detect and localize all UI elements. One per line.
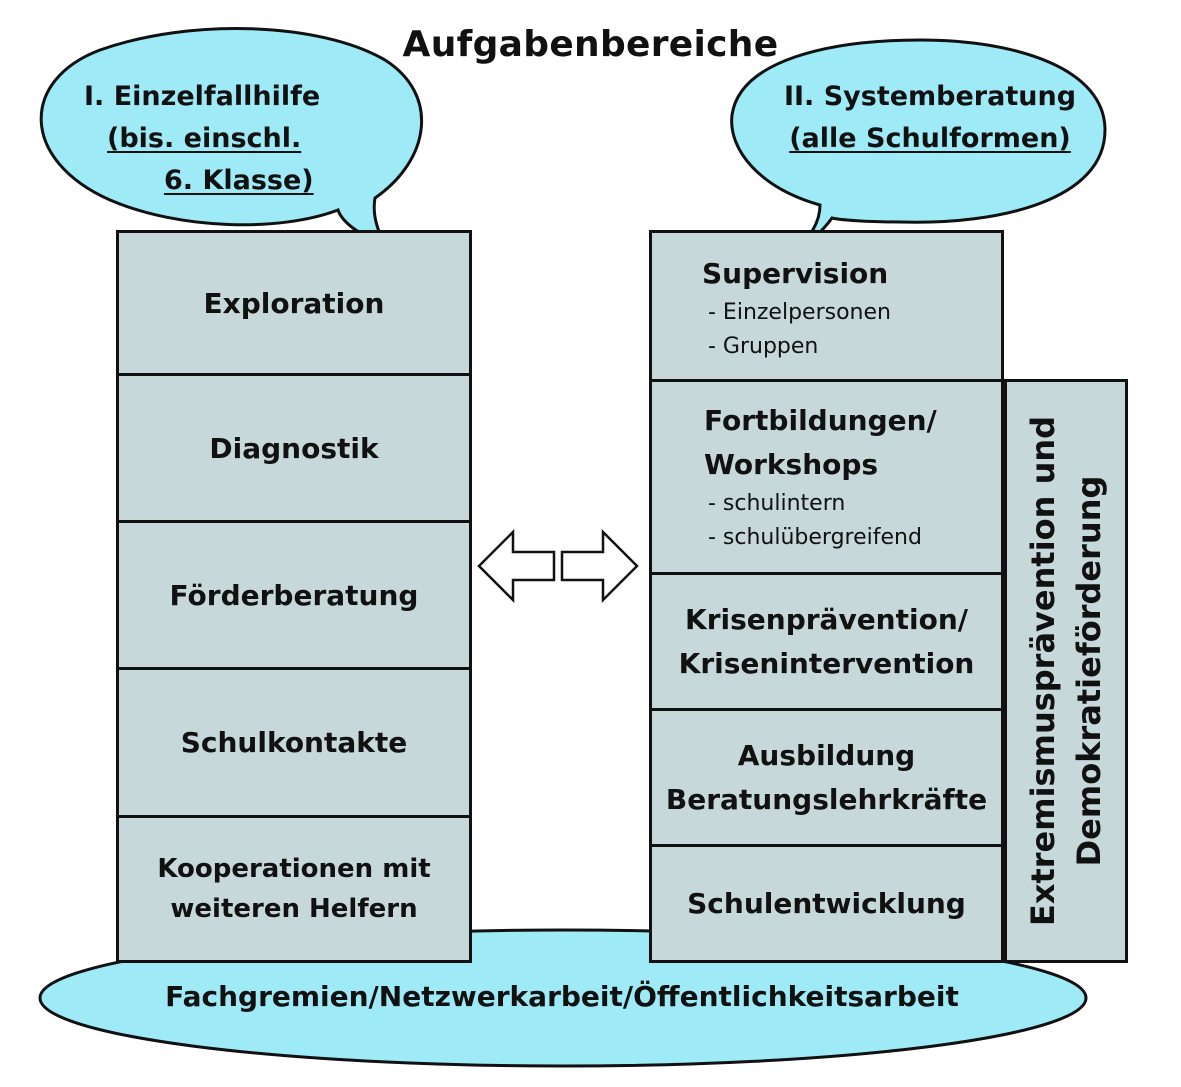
cell-foerderberatung-label: Förderberatung: [169, 578, 419, 612]
right-column: Supervision - Einzelpersonen - Gruppen F…: [649, 230, 1004, 963]
cell-schulentwicklung: Schulentwicklung: [652, 847, 1001, 960]
cell-diagnostik: Diagnostik: [119, 376, 469, 523]
cell-ausbildung: Ausbildung Beratungslehrkräfte: [652, 711, 1001, 847]
cell-foerderberatung: Förderberatung: [119, 523, 469, 670]
right-bubble-line2: (alle Schulformen): [789, 123, 1071, 154]
cell-ausbildung-line2: Beratungslehrkräfte: [665, 782, 988, 816]
cell-schulentwicklung-label: Schulentwicklung: [687, 887, 966, 920]
side-box-extremismuspraevention: Extremismusprävention und Demokratieförd…: [1004, 379, 1128, 963]
cell-ausbildung-line1: Ausbildung: [737, 738, 916, 772]
cell-supervision-title: Supervision: [702, 257, 889, 290]
right-bubble-line2-wrap: (alle Schulformen): [780, 118, 1080, 160]
side-box-line1: Extremismusprävention und: [1024, 415, 1062, 927]
left-bubble-line2: (bis. einschl.: [107, 123, 302, 154]
left-arrow-icon: [477, 528, 556, 604]
cell-fortbildungen-title2: Workshops: [704, 448, 879, 481]
side-box-line2: Demokratieförderung: [1070, 475, 1108, 867]
cell-fortbildungen: Fortbildungen/ Workshops - schulintern -…: [652, 382, 1001, 575]
cell-diagnostik-label: Diagnostik: [209, 431, 379, 465]
cell-krisen-line2: Krisenintervention: [678, 646, 975, 680]
footer-ellipse: [38, 928, 1088, 1068]
cell-supervision: Supervision - Einzelpersonen - Gruppen: [652, 233, 1001, 382]
left-column: Exploration Diagnostik Förderberatung Sc…: [116, 230, 472, 963]
cell-fortbildungen-title1: Fortbildungen/: [704, 404, 937, 437]
diagram-title: Aufgabenbereiche: [402, 24, 779, 65]
cell-supervision-item2: - Gruppen: [708, 334, 819, 359]
left-bubble-line3: 6. Klasse): [164, 165, 314, 196]
footer-label: Fachgremien/Netzwerkarbeit/Öffentlichkei…: [165, 980, 959, 1013]
right-arrow-icon: [560, 528, 639, 604]
left-speech-bubble: [39, 26, 424, 247]
cell-krisen: Krisenprävention/ Krisenintervention: [652, 575, 1001, 711]
cell-supervision-item1: - Einzelpersonen: [708, 300, 891, 325]
cell-kooperationen: Kooperationen mit weiteren Helfern: [119, 818, 469, 960]
cell-kooperationen-line1: Kooperationen mit: [157, 854, 431, 884]
right-bubble-line1: II. Systemberatung: [783, 81, 1077, 112]
cell-krisen-line1: Krisenprävention/: [685, 602, 968, 636]
side-box-text: Extremismusprävention und Demokratieförd…: [1020, 416, 1112, 926]
cell-schulkontakte-label: Schulkontakte: [180, 726, 408, 759]
cell-exploration: Exploration: [119, 233, 469, 376]
cell-schulkontakte: Schulkontakte: [119, 670, 469, 818]
cell-fortbildungen-item1: - schulintern: [708, 491, 846, 516]
right-speech-bubble: [730, 38, 1107, 252]
left-bubble-line1: I. Einzelfallhilfe: [84, 81, 321, 112]
cell-exploration-label: Exploration: [203, 286, 385, 320]
cell-fortbildungen-item2: - schulübergreifend: [708, 525, 922, 550]
cell-kooperationen-line2: weiteren Helfern: [170, 894, 418, 924]
